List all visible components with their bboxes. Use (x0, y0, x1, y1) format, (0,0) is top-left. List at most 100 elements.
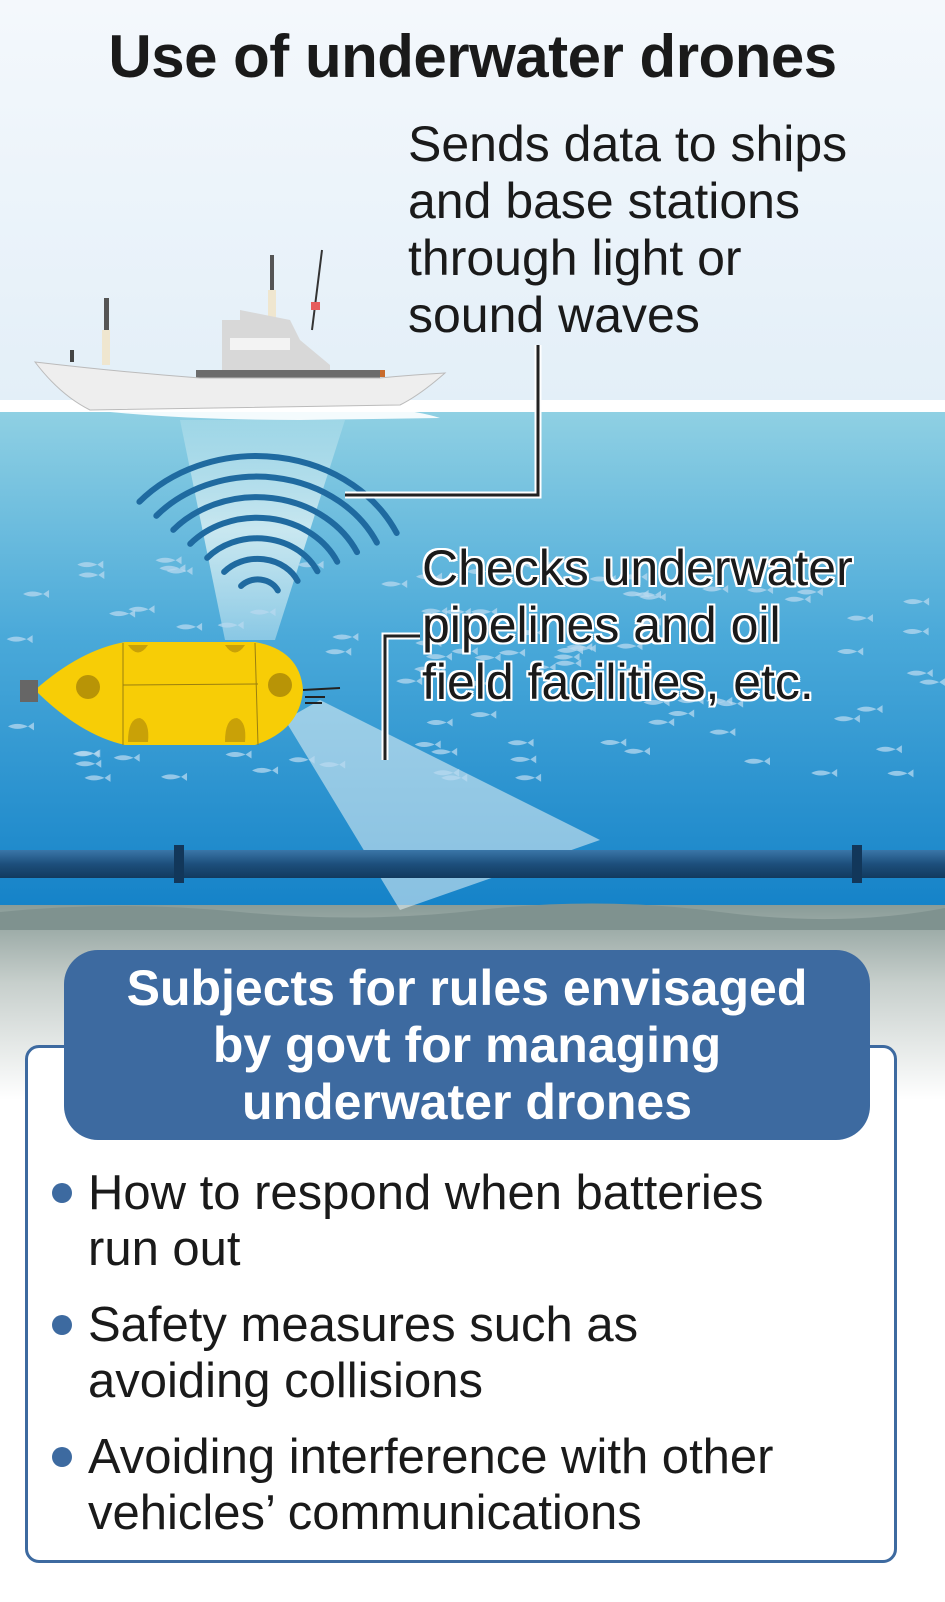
fish-icon (902, 627, 929, 636)
fish-icon (416, 572, 443, 581)
fish-icon (225, 750, 252, 759)
fish-icon (625, 665, 652, 674)
bullet-text: run out (88, 1222, 241, 1276)
fish-icon (332, 633, 359, 642)
fish-icon (668, 709, 695, 718)
sound-waves-icon (136, 453, 400, 594)
fish-icon (249, 608, 276, 617)
fish-icon (23, 589, 50, 598)
fish-icon (161, 772, 188, 781)
caption-line: Sends data to ships (408, 116, 848, 172)
fish-icon (414, 740, 441, 749)
sound-wave-arc (187, 514, 341, 565)
fish-icon (624, 747, 651, 756)
fish-icon (702, 585, 729, 594)
fish-icon (474, 653, 501, 662)
sound-wave-arc (136, 453, 400, 537)
fish-icon (622, 589, 649, 598)
fish-icon (524, 561, 551, 570)
sound-wave-arc (170, 494, 361, 556)
fish-icon (288, 755, 315, 764)
fish-school (6, 556, 945, 782)
fish-icon (837, 647, 864, 656)
fish-icon (470, 710, 497, 719)
fish-icon (510, 755, 537, 764)
fish-icon (639, 593, 666, 602)
fish-icon (471, 607, 498, 616)
fish-icon (217, 621, 244, 630)
caption-line: Checks underwater (422, 540, 853, 596)
fish-icon (415, 638, 442, 647)
bullet-text: avoiding collisions (88, 1354, 483, 1408)
fish-icon (747, 586, 774, 595)
fish-icon (7, 722, 34, 731)
fish-icon (634, 617, 661, 626)
bullet-text: Safety measures such as (88, 1298, 639, 1352)
bullet-icon (52, 1183, 72, 1203)
heading-line: by govt for managing (212, 1017, 722, 1073)
fish-icon (6, 635, 33, 644)
caption-line: field facilities, etc. (422, 654, 814, 710)
fish-icon (176, 622, 203, 631)
fish-icon (600, 738, 627, 747)
fish-icon (113, 753, 140, 762)
fish-icon (677, 696, 704, 705)
fish-icon (466, 567, 493, 576)
fish-icon (499, 648, 526, 657)
fish-icon (72, 749, 99, 758)
list-item: Avoiding interference with other vehicle… (50, 1429, 910, 1541)
fish-icon (426, 718, 453, 727)
fish-icon (553, 653, 580, 662)
fish-icon (109, 609, 136, 618)
fish-icon (529, 663, 556, 672)
fish-icon (706, 696, 733, 705)
pipeline (0, 850, 945, 878)
fish-icon (643, 698, 670, 707)
signal-beam (180, 420, 345, 640)
communication-caption: Sends data to ships and base stations th… (408, 116, 847, 344)
fish-icon (421, 607, 448, 616)
fish-icon (414, 665, 441, 674)
fish-icon (425, 652, 452, 661)
fish-icon (325, 647, 352, 656)
fish-icon (431, 747, 458, 756)
ship (33, 249, 447, 420)
fish-icon (744, 757, 771, 766)
fish-icon (396, 677, 423, 686)
list-item: Safety measures such as avoiding collisi… (50, 1297, 910, 1409)
fish-icon (444, 607, 471, 616)
heading-line: Subjects for rules envisaged (126, 960, 808, 1016)
fish-icon (811, 769, 838, 778)
fish-icon (78, 571, 105, 580)
fish-icon (903, 597, 930, 606)
sound-wave-arc (238, 576, 281, 594)
fish-icon (833, 714, 860, 723)
fish-icon (451, 647, 478, 656)
fish-icon (381, 579, 408, 588)
fish-icon (515, 773, 542, 782)
inspection-caption: Checks underwater pipelines and oil fiel… (422, 540, 853, 711)
fish-icon (441, 773, 468, 782)
caption-line: and base stations (408, 173, 800, 229)
heading-line: underwater drones (241, 1074, 693, 1130)
fish-icon (709, 728, 736, 737)
fish-icon (846, 614, 873, 623)
fish-icon (648, 718, 675, 727)
rules-list: How to respond when batteries run out Sa… (50, 1165, 910, 1561)
fish-icon (319, 760, 346, 769)
fish-icon (557, 646, 584, 655)
fish-icon (589, 574, 616, 583)
fish-icon (128, 605, 155, 614)
fish-icon (616, 642, 643, 651)
list-item: How to respond when batteries run out (50, 1165, 910, 1277)
bullet-text: vehicles’ communications (88, 1486, 642, 1540)
fish-icon (463, 679, 490, 688)
bullet-text: How to respond when batteries (88, 1166, 764, 1220)
fish-icon (856, 705, 883, 714)
fish-icon (887, 769, 914, 778)
sound-wave-arc (204, 535, 321, 575)
fish-icon (919, 678, 945, 686)
fish-icon (906, 669, 933, 678)
sound-wave-arc (221, 555, 301, 584)
sound-wave-arc (153, 473, 380, 546)
